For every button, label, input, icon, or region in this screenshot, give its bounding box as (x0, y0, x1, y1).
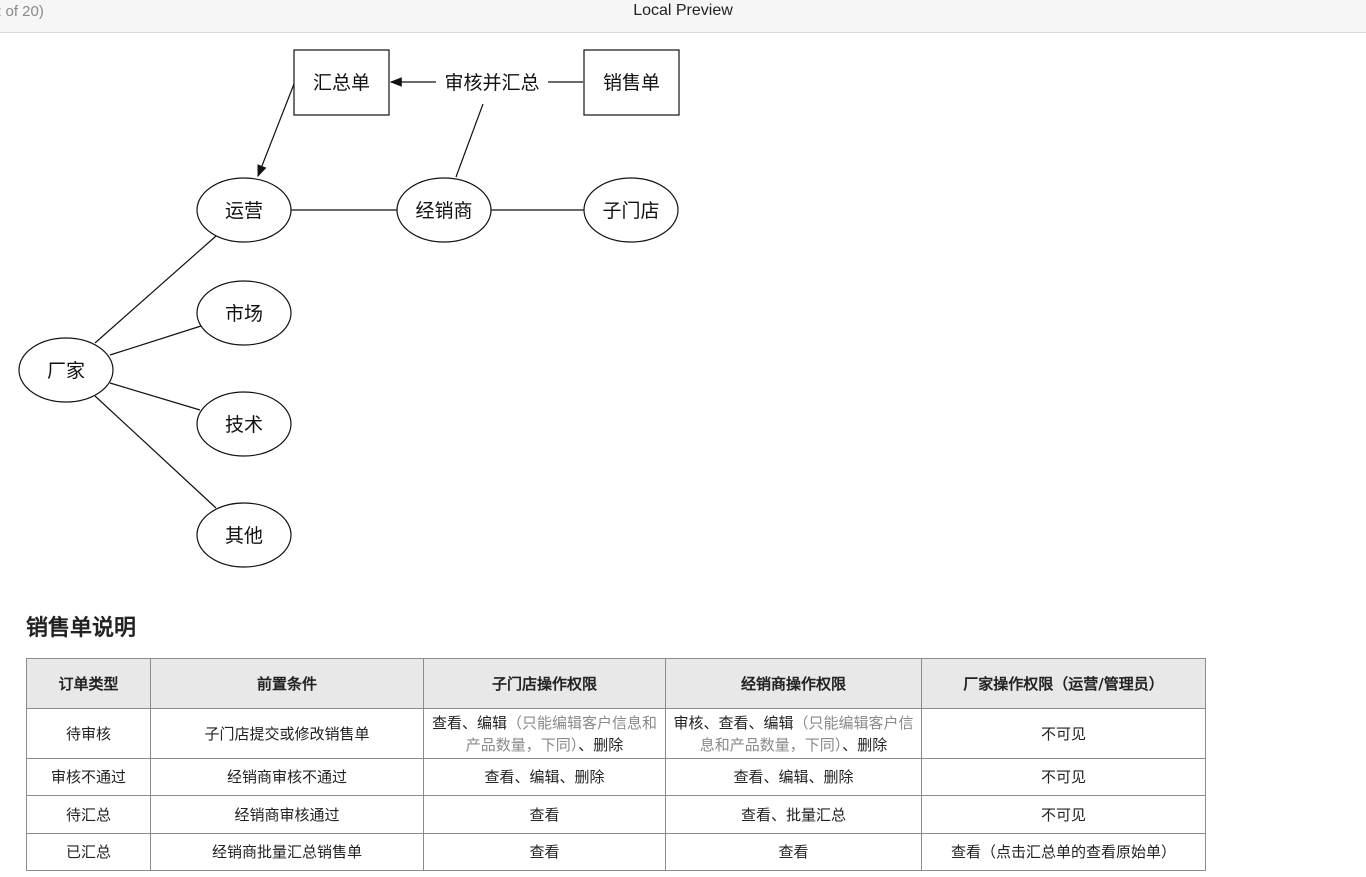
table-row: 待审核 子门店提交或修改销售单 查看、编辑（只能编辑客户信息和产品数量，下同）、… (26, 708, 1206, 759)
manufacturer-label: 厂家 (47, 360, 85, 382)
section-title: 销售单说明 (26, 616, 137, 641)
market-node (196, 280, 292, 346)
table-header-row: 订单类型 前置条件 子门店操作权限 经销商操作权限 厂家操作权限（运营/管理员） (26, 658, 1206, 709)
permissions-table: 订单类型 前置条件 子门店操作权限 经销商操作权限 厂家操作权限（运营/管理员）… (26, 658, 1206, 871)
cell-precondition: 子门店提交或修改销售单 (150, 708, 424, 759)
header-factory-permissions: 厂家操作权限（运营/管理员） (921, 658, 1206, 709)
arrow-summary-to-operations (257, 83, 295, 178)
page-count: 2 of 20) (0, 3, 44, 20)
cell-factory-permissions: 不可见 (921, 795, 1206, 834)
connector-factory-market (109, 325, 202, 356)
header-substore-permissions: 子门店操作权限 (423, 658, 666, 709)
cell-substore-permissions: 查看 (423, 795, 666, 834)
summary-label: 汇总单 (313, 72, 370, 94)
dealer-label: 经销商 (415, 200, 472, 222)
perm-main: 审核、查看、编辑 (673, 713, 794, 732)
review-summary-label: 审核并汇总 (444, 72, 539, 94)
flow-diagram: 汇总单 销售单 审核并汇总 运营 经销商 子门店 市场 厂家 技术 其他 (18, 49, 680, 568)
perm-main: 查看、编辑 (431, 713, 507, 732)
table-row: 已汇总 经销商批量汇总销售单 查看 查看 查看（点击汇总单的查看原始单） (26, 833, 1206, 871)
perm-tail: 、删除 (578, 735, 624, 754)
cell-precondition: 经销商批量汇总销售单 (150, 833, 424, 871)
header-precondition: 前置条件 (150, 658, 424, 709)
cell-substore-permissions: 查看、编辑、删除 (423, 758, 666, 796)
table-row: 审核不通过 经销商审核不通过 查看、编辑、删除 查看、编辑、删除 不可见 (26, 758, 1206, 796)
window-title: Local Preview (633, 2, 733, 19)
connector-review-to-dealer (455, 103, 484, 178)
cell-precondition: 经销商审核不通过 (150, 758, 424, 796)
operations-label: 运营 (225, 200, 263, 222)
connector-factory-other (94, 395, 217, 509)
cell-order-type: 已汇总 (26, 833, 151, 871)
cell-substore-permissions: 查看 (423, 833, 666, 871)
cell-dealer-permissions: 查看、批量汇总 (665, 795, 922, 834)
cell-factory-permissions: 查看（点击汇总单的查看原始单） (921, 833, 1206, 871)
other-node (196, 502, 292, 568)
dealer-node (396, 177, 492, 243)
cell-order-type: 审核不通过 (26, 758, 151, 796)
market-label: 市场 (225, 303, 263, 325)
cell-order-type: 待审核 (26, 708, 151, 759)
cell-substore-permissions: 查看、编辑（只能编辑客户信息和产品数量，下同）、删除 (423, 708, 666, 759)
operations-node (196, 177, 292, 243)
perm-tail: 、删除 (842, 735, 888, 754)
connector-factory-tech (109, 382, 201, 411)
sales-order-box (583, 49, 680, 116)
substore-node (583, 177, 679, 243)
cell-factory-permissions: 不可见 (921, 708, 1206, 759)
manufacturer-node (18, 337, 114, 403)
table-row: 待汇总 经销商审核通过 查看 查看、批量汇总 不可见 (26, 795, 1206, 834)
perm-note: （只能编辑客户信息和产品数量，下同） (465, 713, 658, 754)
header-order-type: 订单类型 (26, 658, 151, 709)
header-dealer-permissions: 经销商操作权限 (665, 658, 922, 709)
perm-note: （只能编辑客户信息和产品数量，下同） (699, 713, 914, 754)
title-bar: 2 of 20) Local Preview (0, 0, 1366, 33)
tech-label: 技术 (225, 414, 263, 436)
cell-precondition: 经销商审核通过 (150, 795, 424, 834)
tech-node (196, 391, 292, 457)
diagram-connectors (94, 77, 584, 509)
substore-label: 子门店 (602, 200, 659, 222)
cell-dealer-permissions: 查看、编辑、删除 (665, 758, 922, 796)
connector-factory-operations (94, 235, 217, 344)
other-label: 其他 (225, 525, 263, 547)
cell-order-type: 待汇总 (26, 795, 151, 834)
sales-order-label: 销售单 (603, 72, 660, 94)
cell-dealer-permissions: 审核、查看、编辑（只能编辑客户信息和产品数量，下同）、删除 (665, 708, 922, 759)
cell-factory-permissions: 不可见 (921, 758, 1206, 796)
summary-box (293, 49, 390, 116)
cell-dealer-permissions: 查看 (665, 833, 922, 871)
